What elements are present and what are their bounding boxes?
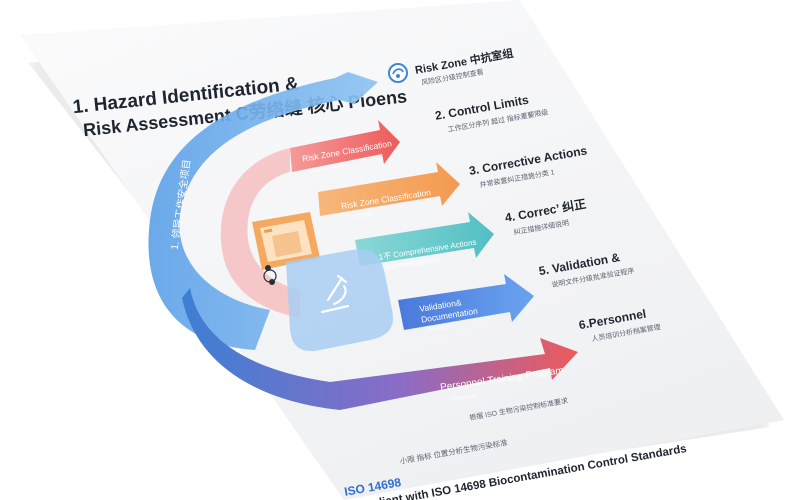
arrow-1-shape [290, 120, 400, 172]
arrow-2-sub: Corrcting [346, 210, 374, 221]
footer-cn-line-2: 小限 指标 位置分析生物污染标准 [399, 437, 509, 466]
step-3: 3. Corrective Actions 并常装置纠正措施分类 1 [468, 143, 589, 189]
bottom-arrow-band [182, 288, 578, 410]
microscope-icon [320, 274, 350, 314]
footer-cn-line: 根据 ISO 生物污染控制标准要求 [469, 396, 569, 422]
step-3-heading: 3. Corrective Actions [468, 143, 589, 178]
step-icon-badge [388, 63, 408, 83]
arrow-5-sub: Prtototos [452, 394, 477, 403]
inner-c-shape [220, 148, 300, 318]
outer-arc-band [148, 72, 378, 350]
arrow-4-sub2: Prioritize [427, 324, 452, 334]
arrow-3-shape [355, 212, 494, 266]
step-4-heading: 4. Correc’ 纠正 [504, 197, 587, 225]
step-4: 4. Correc’ 纠正 纠正措施详细说明 [504, 197, 587, 237]
arrow-4-shape [398, 274, 534, 330]
connector-dots [263, 265, 277, 285]
step-1: Risk Zone 中抗室组 风险区分级控制查看 [414, 46, 515, 87]
document-icon [252, 212, 320, 270]
step-6: 6.Personnel 人员培训分析档案管理 [578, 307, 661, 344]
step-2: 2. Control Limits 工作区分序列 超过 指标重要限级 [434, 93, 549, 134]
arrow-2-shape [318, 162, 460, 216]
step-5: 5. Validation & 说明文件分级批准验证程序 [538, 250, 635, 289]
footer-compliance: Compliant with ISO 14698 Biocontaminatio… [346, 443, 687, 500]
